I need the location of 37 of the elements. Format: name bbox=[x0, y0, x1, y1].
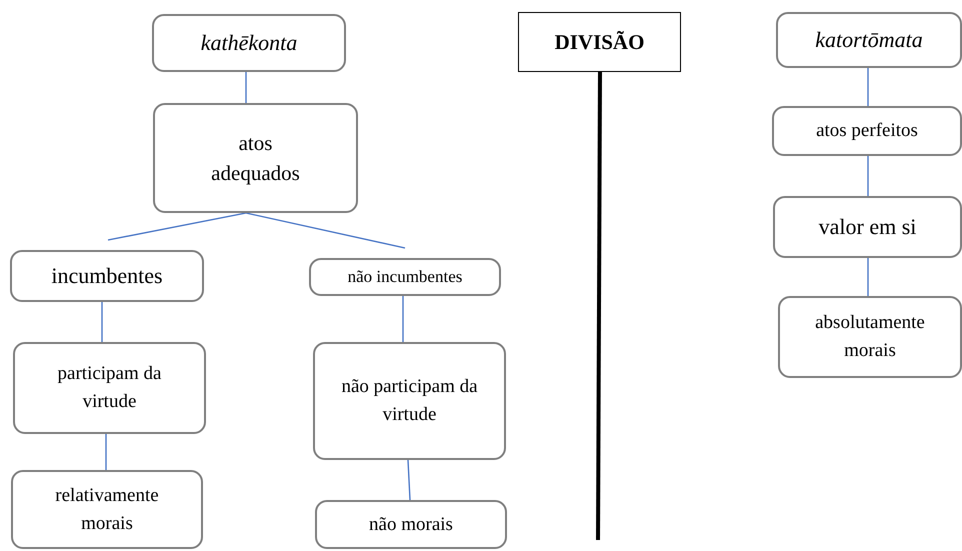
connector-line bbox=[867, 156, 869, 196]
concept-box bbox=[10, 250, 204, 302]
connector-line bbox=[105, 434, 107, 470]
node-label: participam da virtude bbox=[56, 362, 162, 414]
concept-box bbox=[152, 14, 346, 72]
node-label: katortōmata bbox=[814, 26, 924, 54]
concept-box bbox=[778, 296, 962, 378]
concept-box bbox=[773, 196, 962, 258]
node-label: incumbentes bbox=[50, 262, 164, 290]
concept-box bbox=[11, 470, 203, 549]
node-label: DIVISÃO bbox=[554, 28, 646, 56]
connector-line bbox=[246, 212, 406, 249]
node-label: relativamente morais bbox=[54, 484, 160, 536]
divider-line bbox=[596, 72, 602, 540]
concept-box bbox=[13, 342, 206, 434]
node-label: valor em si bbox=[818, 213, 918, 242]
connector-line bbox=[101, 302, 103, 342]
concept-box bbox=[313, 342, 506, 460]
connector-line bbox=[407, 460, 411, 500]
heading-box bbox=[518, 12, 681, 72]
node-label: kathēkonta bbox=[200, 29, 298, 58]
node-label: atos perfeitos bbox=[815, 119, 919, 144]
connector-line bbox=[867, 68, 869, 106]
node-label: atos adequados bbox=[210, 130, 301, 187]
node-label: não morais bbox=[368, 512, 454, 537]
node-label: não incumbentes bbox=[346, 266, 464, 288]
concept-box bbox=[776, 12, 962, 68]
concept-box bbox=[772, 106, 962, 156]
connector-line bbox=[108, 212, 246, 241]
connector-line bbox=[402, 296, 404, 342]
connector-line bbox=[245, 72, 247, 103]
connector-line bbox=[867, 258, 869, 296]
concept-box bbox=[153, 103, 358, 213]
node-label: não participam da virtude bbox=[340, 375, 479, 427]
concept-box bbox=[315, 500, 507, 549]
node-label: absolutamente morais bbox=[814, 311, 926, 363]
concept-box bbox=[309, 258, 501, 296]
